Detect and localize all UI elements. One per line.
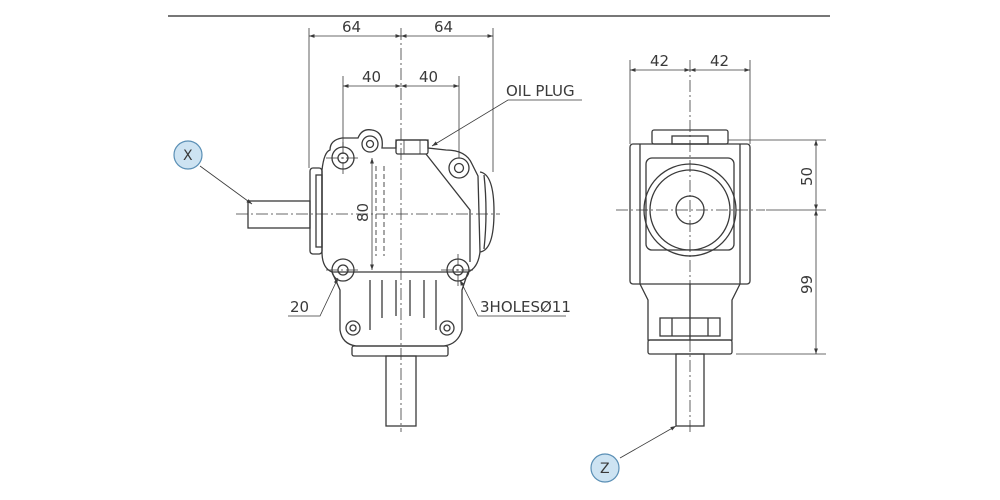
- holes-label: 3HOLESØ11: [480, 298, 571, 316]
- side-view: [616, 60, 826, 459]
- dim-front-left-40: 40: [362, 68, 381, 86]
- input-shaft-x: [247, 200, 311, 229]
- dim-side-right-42: 42: [710, 52, 729, 70]
- dim-side-left-42: 42: [650, 52, 669, 70]
- dim-front-20: 20: [290, 298, 309, 316]
- callout-z: Z: [590, 453, 620, 483]
- callout-x: X: [173, 140, 203, 170]
- front-view: [199, 28, 582, 432]
- dim-front-left-64: 64: [342, 18, 361, 36]
- dim-front-80: 80: [354, 203, 372, 222]
- oil-plug-label: OIL PLUG: [506, 82, 575, 100]
- callout-x-label: X: [183, 148, 193, 164]
- dim-front-right-64: 64: [434, 18, 453, 36]
- callout-z-label: Z: [600, 461, 610, 477]
- dim-side-50: 50: [798, 167, 816, 186]
- right-flange: [479, 171, 495, 253]
- oil-plug: [395, 139, 429, 155]
- dim-front-right-40: 40: [419, 68, 438, 86]
- dim-side-99: 99: [798, 275, 816, 294]
- mount-hole-top-right: [448, 157, 470, 179]
